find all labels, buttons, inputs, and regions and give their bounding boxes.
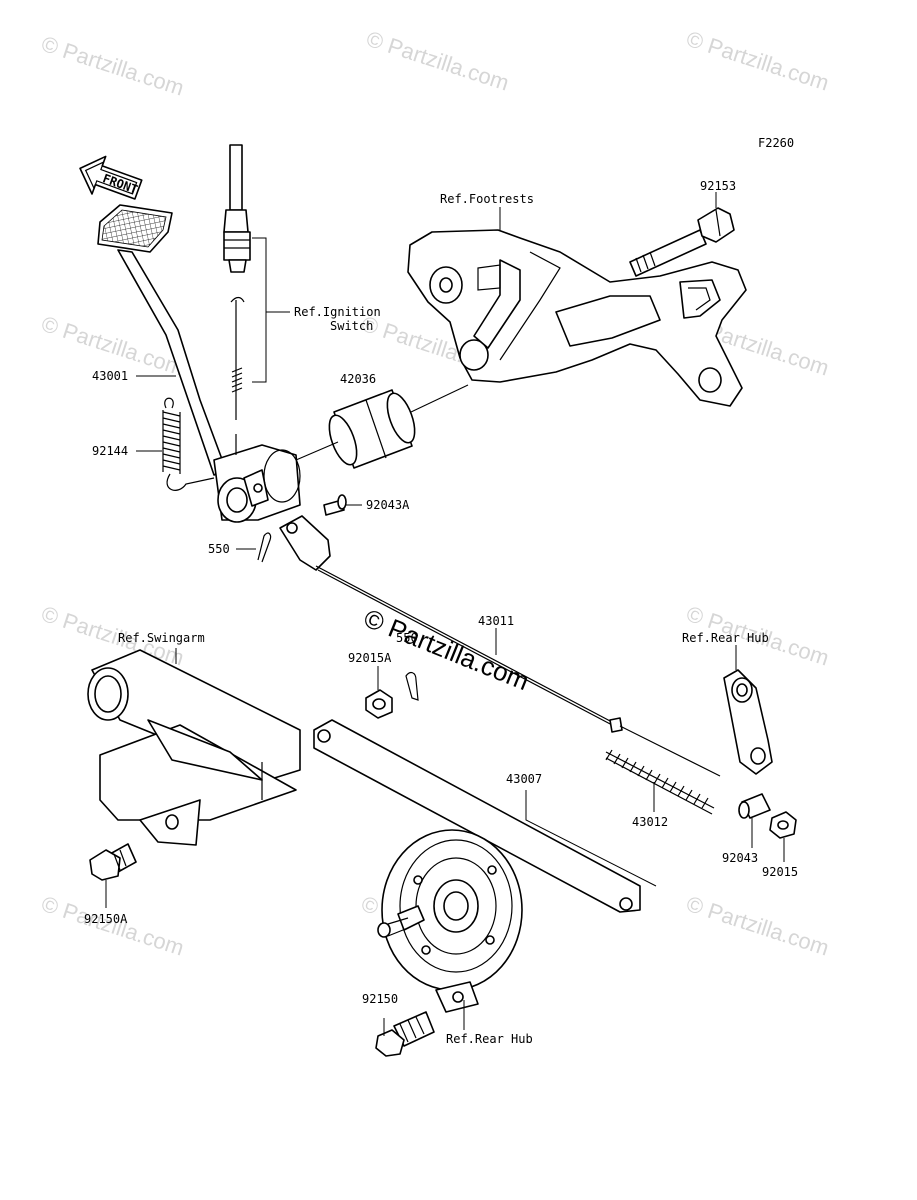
nut-92015-part — [769, 811, 797, 862]
bolt-92153-part — [629, 192, 735, 277]
label-92150a: 92150A — [84, 912, 128, 926]
label-ref-ignition-line2: Switch — [330, 319, 373, 333]
label-92015a: 92015A — [348, 651, 392, 665]
brake-pedal-part — [97, 204, 301, 523]
torque-link-part — [313, 719, 657, 913]
label-ref-rear-hub-bottom: Ref.Rear Hub — [446, 1032, 533, 1046]
swingarm-part — [87, 648, 301, 846]
nut-92015a-part — [365, 666, 393, 719]
label-ref-swingarm: Ref.Swingarm — [118, 631, 205, 645]
label-92153: 92153 — [700, 179, 736, 193]
brake-cam-lever-part — [723, 645, 773, 775]
label-43001: 43001 — [92, 369, 128, 383]
front-arrow-icon: FRONT — [79, 155, 143, 200]
brake-rod-spring-part — [605, 749, 715, 815]
watermark-text: © Partzilla.com — [683, 26, 832, 96]
pin-92043a-part — [323, 494, 362, 516]
joint-92043-part — [738, 793, 771, 848]
brake-rod-part — [279, 515, 721, 777]
label-42036: 42036 — [340, 372, 376, 386]
label-550-mid: 550 — [396, 631, 418, 645]
brake-panel-part — [377, 829, 523, 1030]
return-spring-part — [162, 397, 215, 491]
label-ref-footrests: Ref.Footrests — [440, 192, 534, 206]
brake-light-switch-part — [223, 144, 290, 455]
label-550-top: 550 — [208, 542, 230, 556]
watermark-text: © Partzilla.com — [683, 891, 832, 961]
label-92043: 92043 — [722, 851, 758, 865]
label-92150: 92150 — [362, 992, 398, 1006]
label-ref-ignition-line1: Ref.Ignition — [294, 305, 381, 319]
label-92043a: 92043A — [366, 498, 410, 512]
label-ref-rear-hub-right: Ref.Rear Hub — [682, 631, 769, 645]
footrest-bracket-part — [407, 207, 747, 407]
label-43011: 43011 — [478, 614, 514, 628]
label-43007: 43007 — [506, 772, 542, 786]
label-92144: 92144 — [92, 444, 128, 458]
cotter-pin-top-part — [236, 532, 272, 563]
figure-code: F2260 — [758, 136, 794, 150]
bolt-92150-part — [375, 1011, 435, 1057]
label-43012: 43012 — [632, 815, 668, 829]
watermark-text: © Partzilla.com — [38, 31, 187, 101]
bolt-92150a-part — [89, 843, 137, 908]
pivot-collar-part — [295, 384, 469, 469]
watermark-text: © Partzilla.com — [363, 26, 512, 96]
label-92015: 92015 — [762, 865, 798, 879]
cotter-pin-mid-part — [405, 671, 419, 701]
